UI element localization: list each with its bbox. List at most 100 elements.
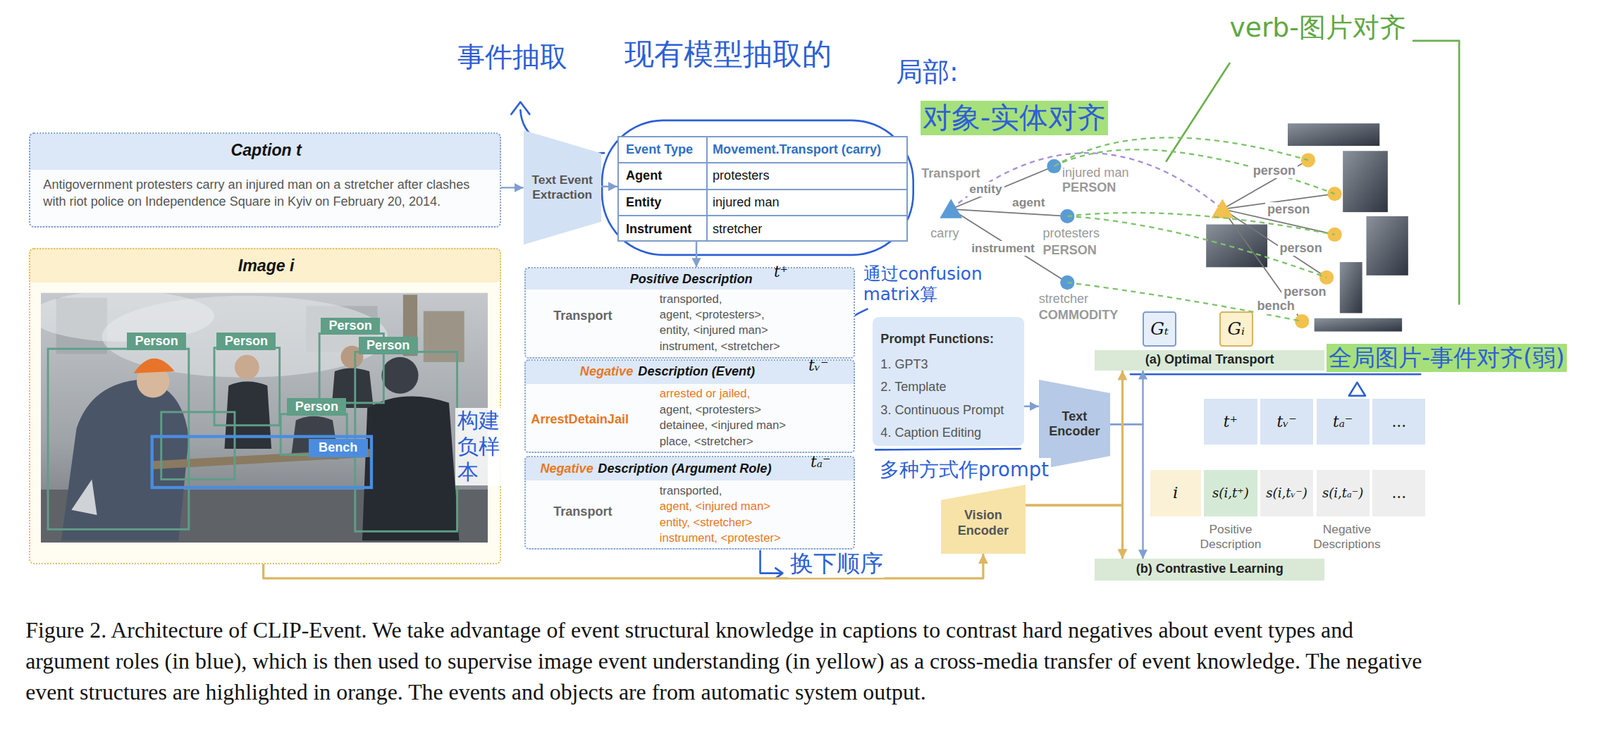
connector (1024, 406, 1039, 408)
connector (1025, 505, 1123, 559)
hand-annotations-part (1130, 373, 1421, 376)
handwritten-note: 构建负样本 (455, 408, 523, 485)
node-text: transported, (659, 292, 723, 307)
encoder-trapezoid: Vision Encoder (940, 484, 1026, 555)
handwritten-note: 事件抽取 (457, 40, 568, 75)
bounding-boxes-part (161, 412, 235, 480)
shape-fill (1038, 379, 1111, 470)
node-text: s(i,tᵥ⁻) (1260, 485, 1314, 502)
description-box: NegativeDescription (Event)tᵥ⁻ArrestDeta… (524, 359, 855, 454)
score-cell: ... (1372, 470, 1426, 516)
graph-label: person (1281, 284, 1328, 301)
photo-part (71, 479, 97, 516)
node-text: Gₜ (1143, 318, 1175, 340)
objective-band: (b) Contrastive Learning (1094, 558, 1325, 581)
table-rule (706, 137, 708, 242)
graph-label: person (1265, 202, 1312, 218)
image-event-graph (1205, 123, 1409, 332)
node-text: arrested or jailed, (659, 386, 750, 402)
graph-label: PERSON (1062, 180, 1116, 196)
image-event-graph-part (1205, 224, 1268, 268)
node-text: ... (1372, 484, 1426, 503)
image-event-graph-part-part (1222, 209, 1327, 278)
encoder-trapezoid: Text Encoder (1038, 379, 1111, 470)
node-text: (b) Contrastive Learning (1094, 561, 1325, 578)
graph-label: COMMODITY (1038, 308, 1118, 324)
handwritten-note: 全局图片-事件对齐(弱) (1326, 343, 1567, 373)
node-text: stretcher (712, 222, 762, 238)
node-text: injured man (712, 195, 779, 211)
node-text: Person (126, 334, 187, 350)
image-panel-fill-part (28, 248, 502, 565)
hand-annotations-part (601, 120, 914, 256)
node-text: Text Event Extraction (526, 172, 598, 203)
event-table: Event TypeMovement.Transport (carry)Agen… (617, 136, 909, 243)
node-text: Description (Event) (637, 364, 755, 380)
score-cell: s(i,tᵥ⁻) (1260, 470, 1314, 516)
node-text: tₐ⁻ (810, 453, 831, 472)
text-event-graph-part (950, 152, 1223, 210)
handwritten-note: 现有模型抽取的 (624, 36, 832, 72)
bbox-tag: Person (358, 336, 418, 355)
graph-label: person (1251, 163, 1298, 180)
graph-label: agent (1010, 195, 1047, 211)
node-text: Antigovernment protesters carry an injur… (42, 176, 492, 211)
score-cell: tᵥ⁻ (1260, 398, 1314, 445)
prompt-box: Prompt Functions:1. GPT32. Template3. Co… (872, 317, 1025, 446)
photo (40, 292, 488, 543)
node-text: Person (216, 334, 276, 350)
node-text: entity, <injured man> (659, 323, 769, 338)
graph-label: instrument (969, 241, 1037, 256)
text-event-graph-part-part (950, 209, 1068, 217)
connector (1110, 424, 1143, 559)
node-text: ... (1372, 413, 1426, 432)
graph-label: protesters (1043, 226, 1100, 242)
description-box: NegativeDescription (Argument Role)tₐ⁻Tr… (524, 456, 855, 550)
node-text: s(i,tₐ⁻) (1316, 485, 1370, 502)
objective-band: (a) Optimal Transport (1094, 350, 1325, 371)
node-text: Instrument (625, 222, 692, 238)
description-box: Positive Descriptiont⁺Transporttransport… (524, 267, 855, 359)
handwritten-note: 通过confusion matrix算 (863, 263, 992, 306)
node-text: Agent (625, 168, 662, 184)
node-text: Movement.Transport (carry) (712, 142, 905, 158)
image-event-graph-part (1327, 227, 1342, 242)
alignment-lines-part (1067, 216, 1327, 278)
node-text: instrument, <stretcher> (659, 339, 781, 354)
photo-part (423, 311, 465, 363)
node-text: detainee, <injured man> (659, 418, 786, 433)
photo-part (381, 357, 418, 395)
shape-fill (940, 484, 1026, 555)
graph-label: Transport (921, 166, 980, 182)
node-text: 1. GPT3 (880, 357, 928, 373)
bbox-tag: Person (216, 332, 276, 351)
image-event-graph-part (1365, 216, 1408, 276)
graph-box: Gᵢ (1219, 311, 1254, 348)
node-text: transported, (659, 484, 723, 499)
hand-annotations (511, 102, 1421, 579)
image-event-graph-part (1314, 318, 1403, 332)
node-text: tₐ⁻ (1316, 413, 1370, 432)
node-text: 4. Caption Editing (880, 425, 982, 442)
node-text: i (1150, 483, 1202, 504)
node-text: 2. Template (880, 379, 946, 396)
image-event-graph-part-part (1222, 209, 1302, 322)
image-event-graph-part (1342, 150, 1388, 213)
node-text: (a) Optimal Transport (1094, 352, 1325, 368)
node-text: Negative (580, 364, 633, 380)
hand-annotations-part (775, 568, 783, 578)
photo-part (362, 396, 460, 542)
handwritten-note: 局部: (895, 56, 959, 89)
node-text: 3. Continuous Prompt (880, 403, 1004, 419)
score-cell: ... (1372, 398, 1426, 445)
graph-label: injured man (1062, 165, 1129, 182)
node-text: Person (286, 399, 347, 416)
node-text: t⁺ (773, 262, 789, 282)
node-text: Caption t (30, 140, 503, 161)
node-text: place, <stretcher> (659, 434, 754, 449)
node-text: protesters (712, 168, 769, 184)
text-event-graph-part (939, 198, 963, 219)
node-text: s(i,t⁺) (1203, 485, 1257, 502)
handwritten-note: 多种方式作prompt (877, 458, 1051, 482)
photo-part (234, 355, 260, 380)
